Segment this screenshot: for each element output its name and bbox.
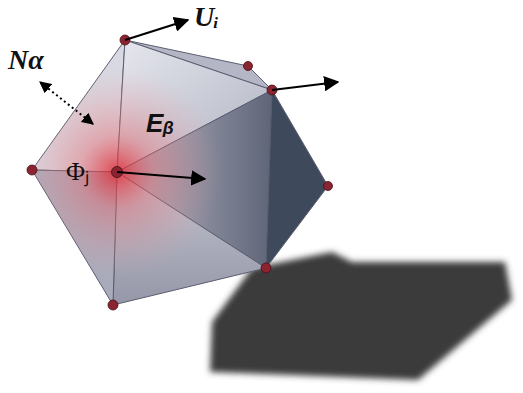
normal-label: Nα — [8, 46, 44, 74]
vertex-dot — [261, 263, 271, 273]
velocity-arrow — [272, 82, 338, 90]
velocity-arrow — [125, 20, 188, 40]
face — [266, 90, 328, 268]
faces — [32, 40, 328, 305]
vertex-dot — [324, 182, 333, 191]
vertices — [27, 35, 333, 310]
vertex-dot — [108, 300, 118, 310]
element-label: Eᵦ — [146, 110, 174, 136]
velocity-arrows — [117, 20, 338, 179]
velocity-label: Uᵢ — [194, 3, 219, 31]
velocity-arrow — [117, 172, 205, 179]
cast-shadow — [210, 252, 512, 380]
vertex-dot — [27, 165, 37, 175]
normal-arrow — [40, 82, 93, 124]
vertex-glow — [32, 40, 272, 305]
vertex-field-label: Φⱼ — [66, 159, 89, 185]
vertex-dot — [244, 62, 253, 71]
